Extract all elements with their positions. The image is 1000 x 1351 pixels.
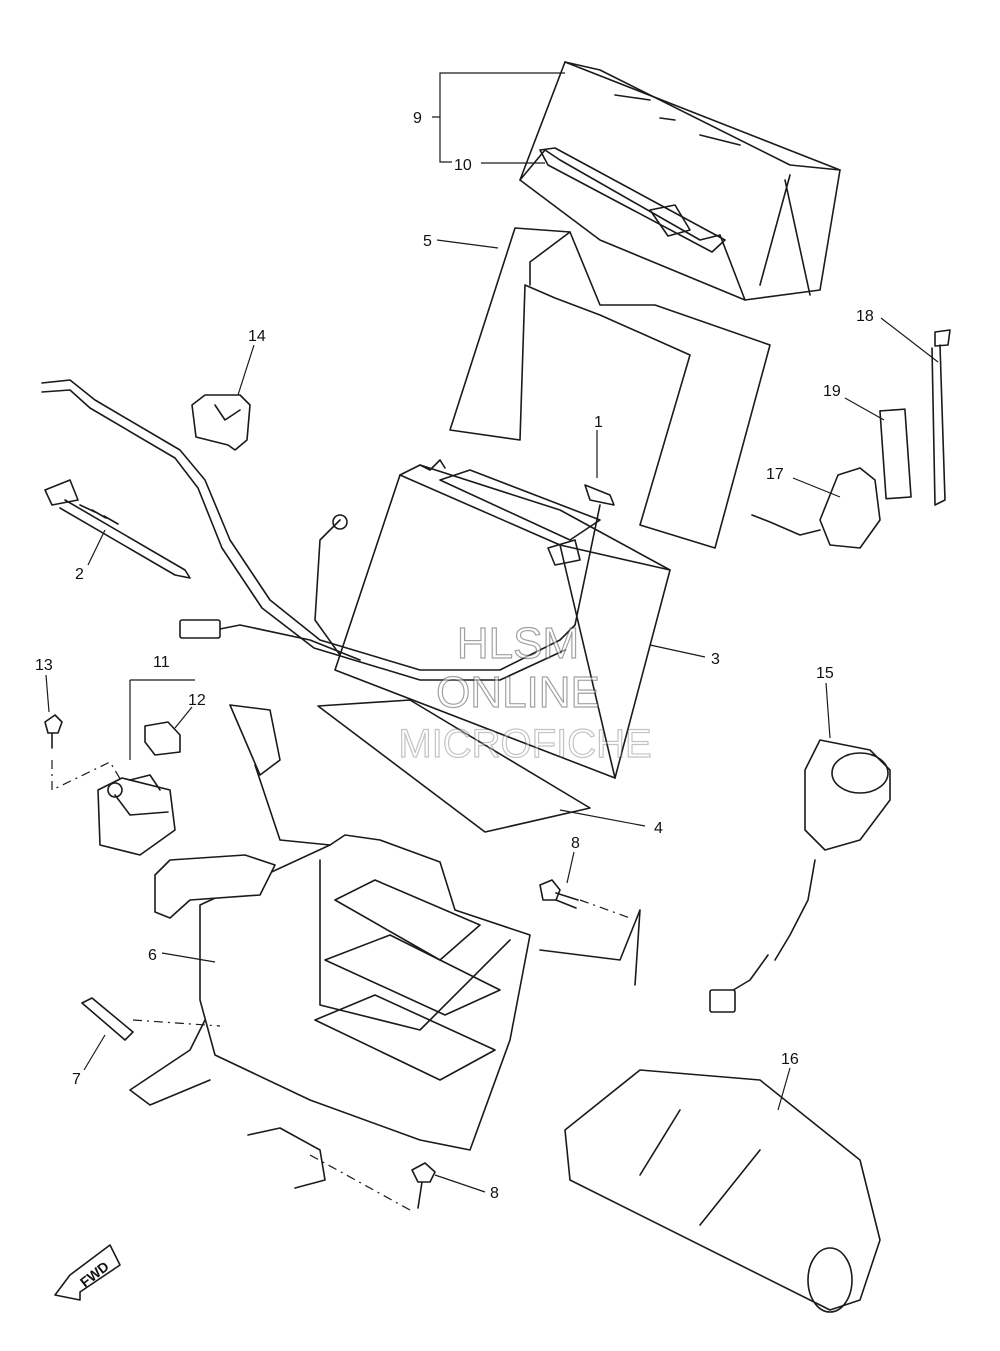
callout-19: 19	[823, 383, 841, 400]
battery-cable	[547, 484, 615, 626]
protector-cover	[564, 1069, 881, 1313]
watermark-line1: HLSM	[457, 619, 579, 668]
battery-band	[449, 227, 771, 549]
callout-15: 15	[816, 665, 834, 682]
wire-harness	[41, 379, 576, 681]
callout-8-lower: 8	[490, 1185, 499, 1202]
callout-16: 16	[781, 1051, 799, 1068]
callout-labels: 1 2 3 4 5 6 7 8 8 9 10 11 12 13 14 15 16…	[35, 110, 874, 1202]
adhesive-strip	[879, 408, 912, 500]
callout-5: 5	[423, 233, 432, 250]
battery-box	[129, 704, 641, 1189]
callout-10: 10	[454, 157, 472, 174]
callout-18: 18	[856, 308, 874, 325]
relay-fuse	[144, 721, 181, 756]
callout-14: 14	[248, 328, 266, 345]
callout-6: 6	[148, 947, 157, 964]
callout-7: 7	[72, 1071, 81, 1088]
starter-relay	[97, 774, 176, 856]
callout-17: 17	[766, 466, 784, 483]
watermark-line3: MICROFICHE	[398, 722, 651, 766]
callout-9: 9	[413, 110, 422, 127]
callout-4: 4	[654, 820, 663, 837]
long-cable-tie	[931, 329, 951, 506]
power-socket	[709, 739, 891, 1013]
bolt-upper	[539, 879, 579, 909]
wire-clamp	[191, 394, 251, 451]
relay-bracket	[154, 854, 276, 919]
battery-pad	[317, 699, 591, 833]
callout-8-upper: 8	[571, 835, 580, 852]
callout-2: 2	[75, 566, 84, 583]
watermark: HLSM ONLINE MICROFICHE	[398, 618, 653, 766]
bolt-lower	[411, 1162, 436, 1209]
callout-1: 1	[594, 414, 603, 431]
switch-unit	[751, 467, 881, 549]
watermark-line2: ONLINE	[436, 668, 600, 717]
callout-13: 13	[35, 657, 53, 674]
callout-12: 12	[188, 692, 206, 709]
fwd-direction-arrow: FWD	[54, 1244, 121, 1301]
callout-3: 3	[711, 651, 720, 668]
callout-11: 11	[153, 654, 170, 671]
battery-cover	[519, 61, 841, 301]
cable-tie	[44, 479, 191, 579]
relay-bolt	[44, 714, 63, 749]
leader-lines	[45, 72, 939, 1193]
band-cap	[81, 997, 134, 1041]
